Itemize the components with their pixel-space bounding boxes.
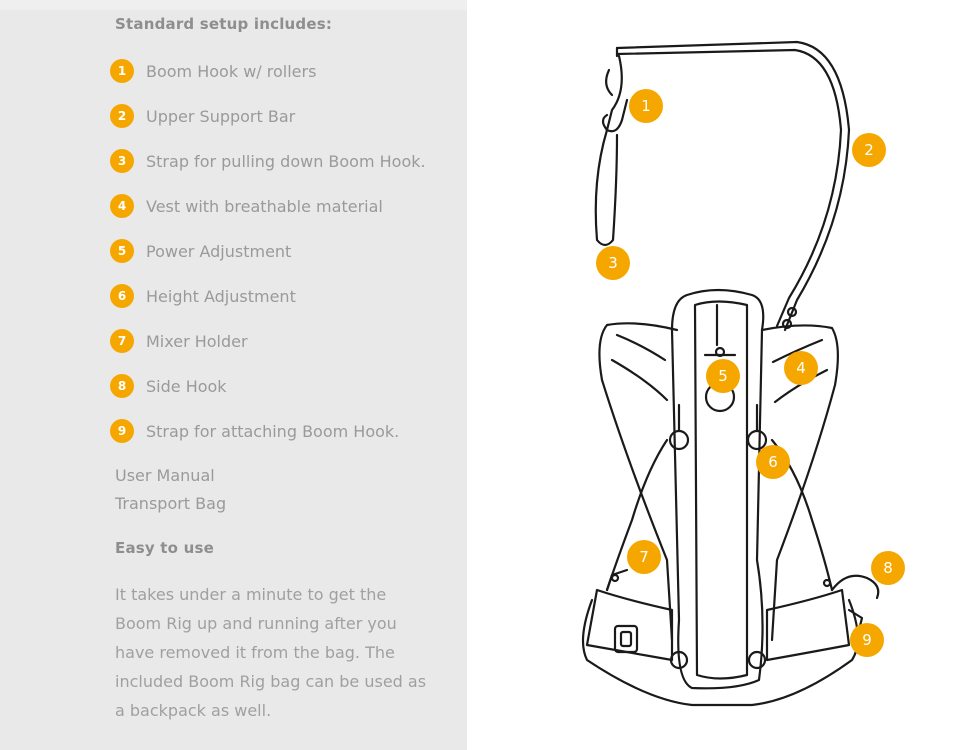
setup-heading: Standard setup includes: [115, 15, 333, 33]
list-item: 2 Upper Support Bar [110, 104, 295, 128]
svg-text:7: 7 [639, 548, 649, 566]
list-item: 4 Vest with breathable material [110, 194, 383, 218]
number-badge: 5 [110, 239, 134, 263]
easy-heading: Easy to use [115, 539, 214, 557]
callout-5: 5 [706, 359, 740, 393]
list-item: 6 Height Adjustment [110, 284, 296, 308]
item-label: Vest with breathable material [146, 196, 383, 216]
list-item: 3 Strap for pulling down Boom Hook. [110, 149, 426, 173]
svg-text:3: 3 [608, 254, 618, 272]
list-item: 7 Mixer Holder [110, 329, 248, 353]
svg-text:6: 6 [768, 453, 778, 471]
svg-text:8: 8 [883, 559, 893, 577]
callout-8: 8 [871, 551, 905, 585]
item-label: Side Hook [146, 376, 227, 396]
item-label: Upper Support Bar [146, 106, 296, 126]
number-badge: 3 [110, 149, 134, 173]
extra-user-manual: User Manual [115, 466, 215, 485]
number-badge: 8 [110, 374, 134, 398]
number-badge: 9 [110, 419, 134, 443]
list-item: 9 Strap for attaching Boom Hook. [110, 419, 399, 443]
callout-2: 2 [852, 133, 886, 167]
feature-panel: Standard setup includes: 1 Boom Hook w/ … [0, 0, 467, 750]
number-badge: 2 [110, 104, 134, 128]
svg-text:1: 1 [641, 97, 651, 115]
number-badge: 4 [110, 194, 134, 218]
item-label: Power Adjustment [146, 241, 292, 261]
item-label: Strap for attaching Boom Hook. [146, 421, 400, 441]
top-strip [0, 0, 467, 10]
svg-text:4: 4 [796, 359, 806, 377]
number-badge: 1 [110, 59, 134, 83]
list-item: 5 Power Adjustment [110, 239, 291, 263]
extra-transport-bag: Transport Bag [115, 494, 227, 513]
callout-7: 7 [627, 540, 661, 574]
item-label: Mixer Holder [146, 331, 248, 351]
description-paragraph: It takes under a minute to get the Boom … [115, 585, 427, 720]
vest-drawing [581, 40, 880, 707]
list-item: 1 Boom Hook w/ rollers [110, 59, 316, 83]
callout-3: 3 [596, 246, 630, 280]
boom-rig-illustration: 1 2 3 4 5 6 7 8 9 [581, 40, 905, 707]
svg-text:9: 9 [862, 631, 872, 649]
item-label: Height Adjustment [146, 286, 296, 306]
callout-4: 4 [784, 351, 818, 385]
svg-text:2: 2 [864, 141, 874, 159]
item-label: Strap for pulling down Boom Hook. [146, 151, 426, 171]
item-label: Boom Hook w/ rollers [146, 61, 317, 81]
callout-9: 9 [850, 623, 884, 657]
number-badge: 6 [110, 284, 134, 308]
svg-text:5: 5 [718, 367, 728, 385]
list-item: 8 Side Hook [110, 374, 227, 398]
number-badge: 7 [110, 329, 134, 353]
callout-6: 6 [756, 445, 790, 479]
callout-1: 1 [629, 89, 663, 123]
